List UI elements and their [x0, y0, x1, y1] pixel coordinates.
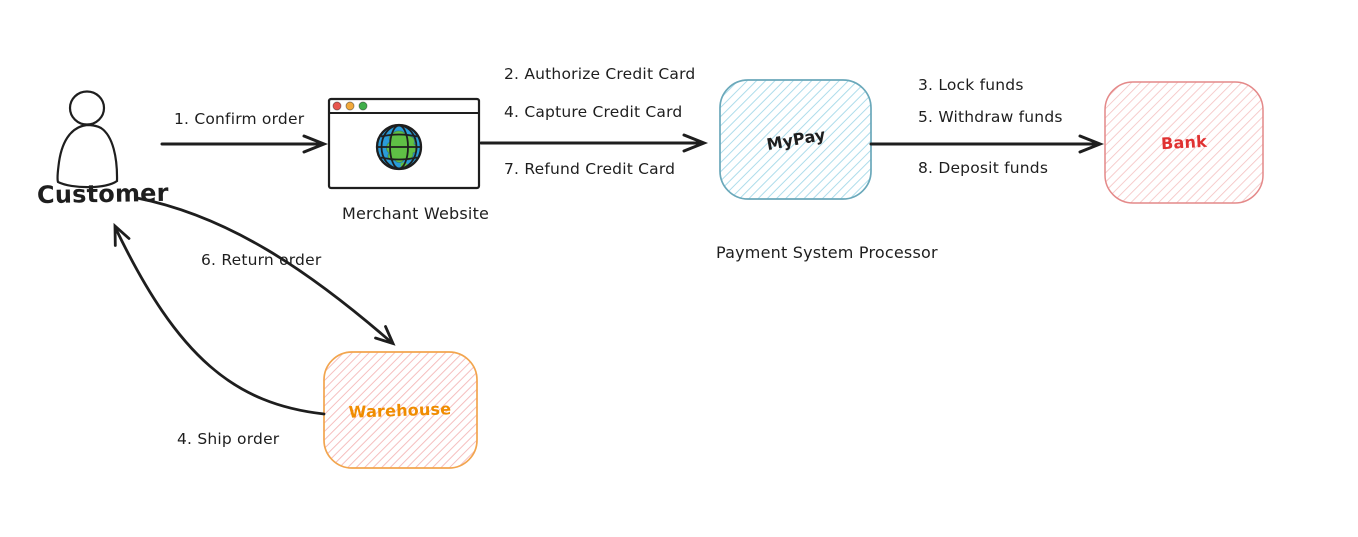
arrowhead: [682, 133, 709, 153]
arrowhead: [113, 222, 131, 247]
globe-icon: [375, 123, 423, 171]
label-confirm-order: 1. Confirm order: [174, 110, 305, 128]
person-icon: [56, 90, 119, 189]
label-authorize-credit-card: 2. Authorize Credit Card: [504, 65, 696, 83]
browser-dot-red: [332, 101, 342, 111]
person-head: [68, 90, 106, 126]
edge-processor-to-bank: [869, 134, 1105, 154]
edge-ship-order: [113, 222, 326, 416]
edge-confirm-order: [160, 134, 329, 154]
arrowhead: [302, 134, 329, 154]
browser-globe-icon: [327, 97, 481, 190]
arrowhead: [374, 325, 396, 346]
browser-dot-yellow: [345, 101, 355, 111]
payment-system-processor-label: Payment System Processor: [716, 243, 938, 262]
edge-return-order: [135, 196, 396, 346]
label-lock-funds: 3. Lock funds: [918, 76, 1024, 94]
label-capture-credit-card: 4. Capture Credit Card: [504, 103, 683, 121]
customer-label: Customer: [36, 178, 169, 210]
warehouse-node-box: [323, 351, 478, 469]
label-ship-order: 4. Ship order: [177, 430, 280, 448]
bank-node-box: [1104, 81, 1264, 204]
label-refund-credit-card: 7. Refund Credit Card: [504, 160, 676, 178]
mypay-node-box: [719, 79, 872, 200]
edge-merchant-to-processor: [479, 133, 709, 153]
arrowhead: [1078, 134, 1105, 154]
label-deposit-funds: 8. Deposit funds: [918, 159, 1049, 177]
merchant-website-label: Merchant Website: [342, 204, 490, 223]
browser-dot-green: [358, 101, 368, 111]
person-body: [56, 123, 119, 189]
label-withdraw-funds: 5. Withdraw funds: [918, 108, 1063, 126]
label-return-order: 6. Return order: [201, 251, 322, 269]
